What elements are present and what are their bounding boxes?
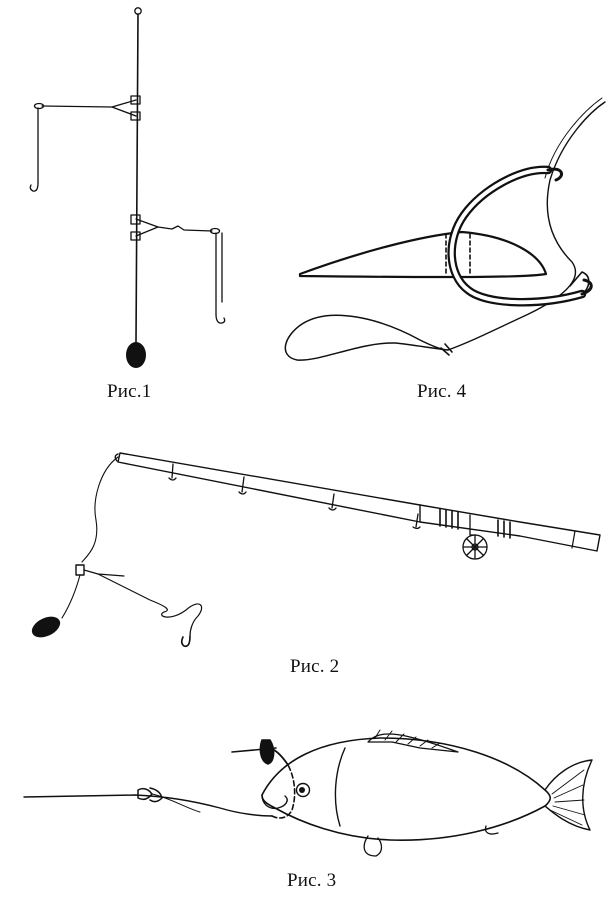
fig4-double-hook xyxy=(452,170,582,302)
figure-caption-1: Рис.1 xyxy=(107,381,152,402)
fig1-lower-boom xyxy=(131,215,225,323)
fig2-rod-guides xyxy=(169,464,420,529)
fig3-hooked-fish xyxy=(24,730,592,856)
fig3-hook xyxy=(272,765,295,818)
fig4-hook-rig xyxy=(285,98,605,360)
figure-caption-4: Рис. 4 xyxy=(417,381,467,402)
fig2-hook xyxy=(182,636,190,646)
fig1-hook-upper xyxy=(30,183,38,191)
fig3-tail-fin xyxy=(545,760,592,830)
fig2-rod-blank xyxy=(118,453,600,551)
fig3-fishing-line xyxy=(24,795,272,816)
fig3-fish-eye xyxy=(297,784,310,797)
fig4-line-loop xyxy=(285,315,448,360)
fig2-fishing-rod xyxy=(31,453,600,646)
fig1-main-line xyxy=(136,14,138,342)
figure-caption-2: Рис. 2 xyxy=(290,656,340,677)
fig4-leader-line xyxy=(448,102,605,350)
fig3-fish-body xyxy=(262,738,550,840)
fig4-bait-wedge xyxy=(300,232,546,277)
fig1-hook-lower xyxy=(216,314,225,323)
fig2-leader xyxy=(98,574,202,636)
fig2-sinker xyxy=(31,616,61,638)
figure-caption-3: Рис. 3 xyxy=(287,870,337,891)
fig2-reel xyxy=(463,515,487,559)
fig3-pelvic-fin xyxy=(364,836,381,856)
fig1-paternoster-rig xyxy=(30,8,224,368)
fig2-fishing-line xyxy=(82,457,118,562)
fig1-upper-boom xyxy=(30,96,140,191)
fig3-dorsal-fin xyxy=(368,734,458,752)
fig2-swivel xyxy=(76,565,84,575)
fig1-sinker xyxy=(126,342,146,368)
